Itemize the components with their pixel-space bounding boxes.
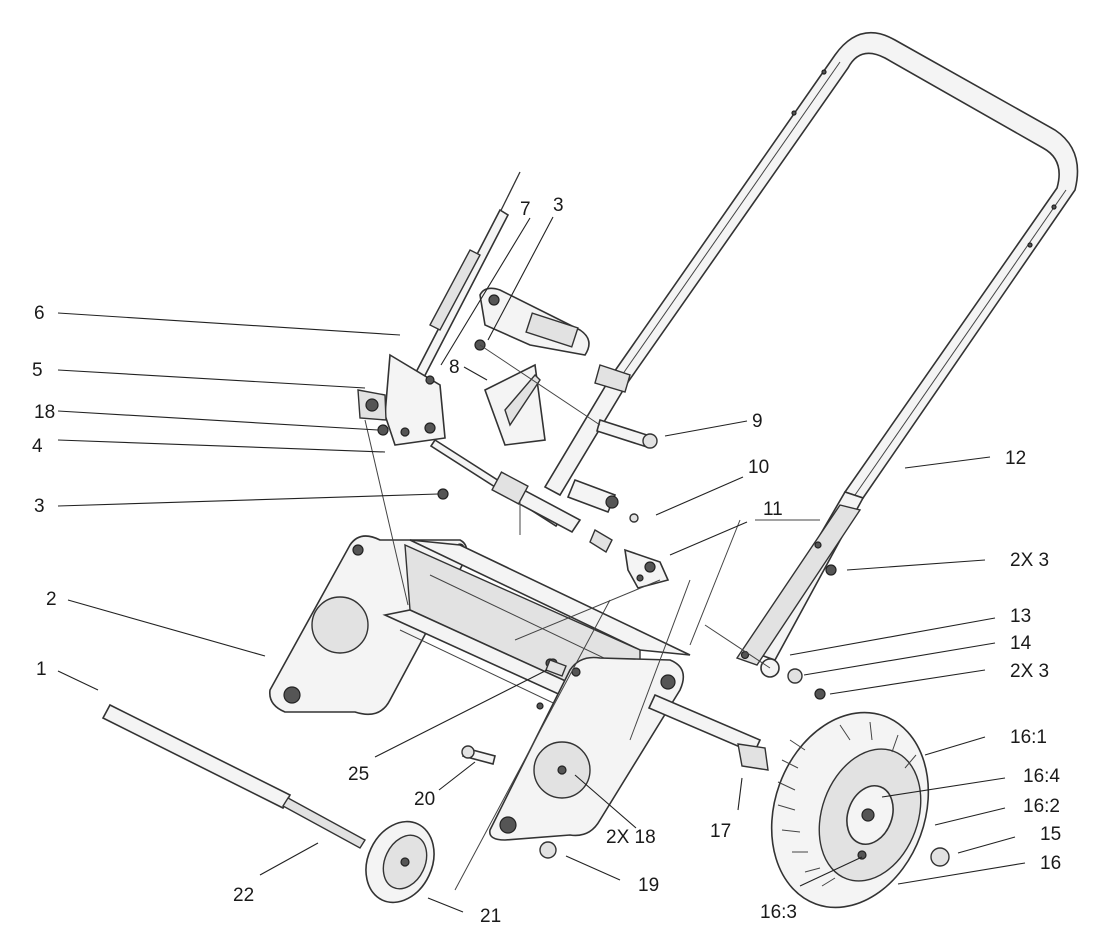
- callout-14: 14: [1010, 633, 1032, 654]
- callout-25: 25: [348, 764, 370, 785]
- callout-16: 16: [1040, 853, 1062, 874]
- control-rod-assembly: [357, 171, 562, 528]
- callout-1: 1: [36, 659, 47, 680]
- deflector-bracket: [474, 287, 658, 449]
- callout-2x18: 2X 18: [606, 827, 656, 848]
- callout-22: 22: [233, 885, 255, 906]
- callout-17: 17: [710, 821, 732, 842]
- frame: [268, 535, 691, 841]
- callout-2x3-lower: 2X 3: [1010, 661, 1050, 682]
- callout-16-2: 16:2: [1023, 796, 1060, 817]
- callout-3-upper: 3: [553, 195, 564, 216]
- support-wheel: [101, 703, 435, 904]
- handle-assembly: [543, 31, 1079, 666]
- assembly-lines: [364, 419, 820, 891]
- callout-21: 21: [480, 906, 502, 927]
- shaft-assembly: [491, 471, 670, 589]
- callout-5: 5: [32, 360, 43, 381]
- callout-18: 18: [34, 402, 56, 423]
- callout-16-1: 16:1: [1010, 727, 1047, 748]
- callout-3-lower: 3: [34, 496, 45, 517]
- callout-2: 2: [46, 589, 57, 610]
- callout-2x3-upper: 2X 3: [1010, 550, 1050, 571]
- callout-10: 10: [748, 457, 770, 478]
- callout-15: 15: [1040, 824, 1062, 845]
- callout-20: 20: [414, 789, 436, 810]
- leader-lines: [57, 216, 1026, 913]
- drive-wheel: [647, 564, 950, 909]
- callout-11: 11: [763, 499, 783, 520]
- callout-16-4: 16:4: [1023, 766, 1060, 787]
- callout-16-3: 16:3: [760, 902, 797, 923]
- hardware: [461, 658, 567, 859]
- callout-8: 8: [449, 357, 460, 378]
- callout-13: 13: [1010, 606, 1032, 627]
- callout-4: 4: [32, 436, 43, 457]
- callout-9: 9: [752, 411, 763, 432]
- callout-19: 19: [638, 875, 660, 896]
- callout-6: 6: [34, 303, 45, 324]
- callout-12: 12: [1005, 448, 1027, 469]
- callout-7: 7: [520, 199, 531, 220]
